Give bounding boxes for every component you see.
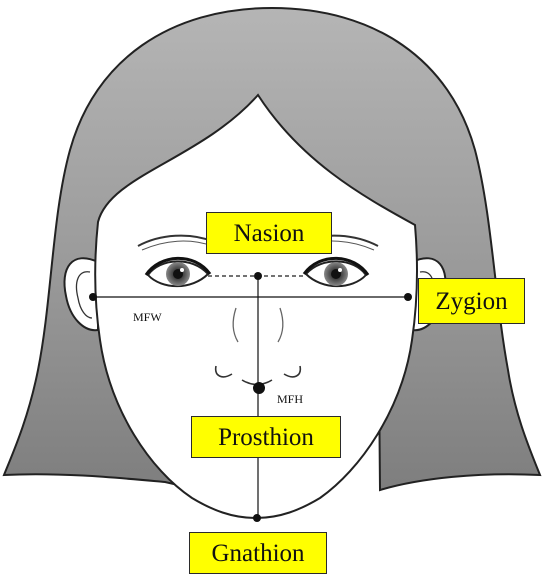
nasion-label: Nasion [206,212,332,254]
nasion-point [254,272,262,280]
zygion-label: Zygion [418,278,525,324]
mfw-label: MFW [133,310,162,325]
zygion-left-point [89,293,97,301]
mfh-label: MFH [277,392,303,407]
gnathion-label: Gnathion [189,532,327,574]
zygion-right-point [404,293,412,301]
gnathion-point [253,514,261,522]
subnasale-point [253,382,265,394]
prosthion-label: Prosthion [191,416,341,458]
